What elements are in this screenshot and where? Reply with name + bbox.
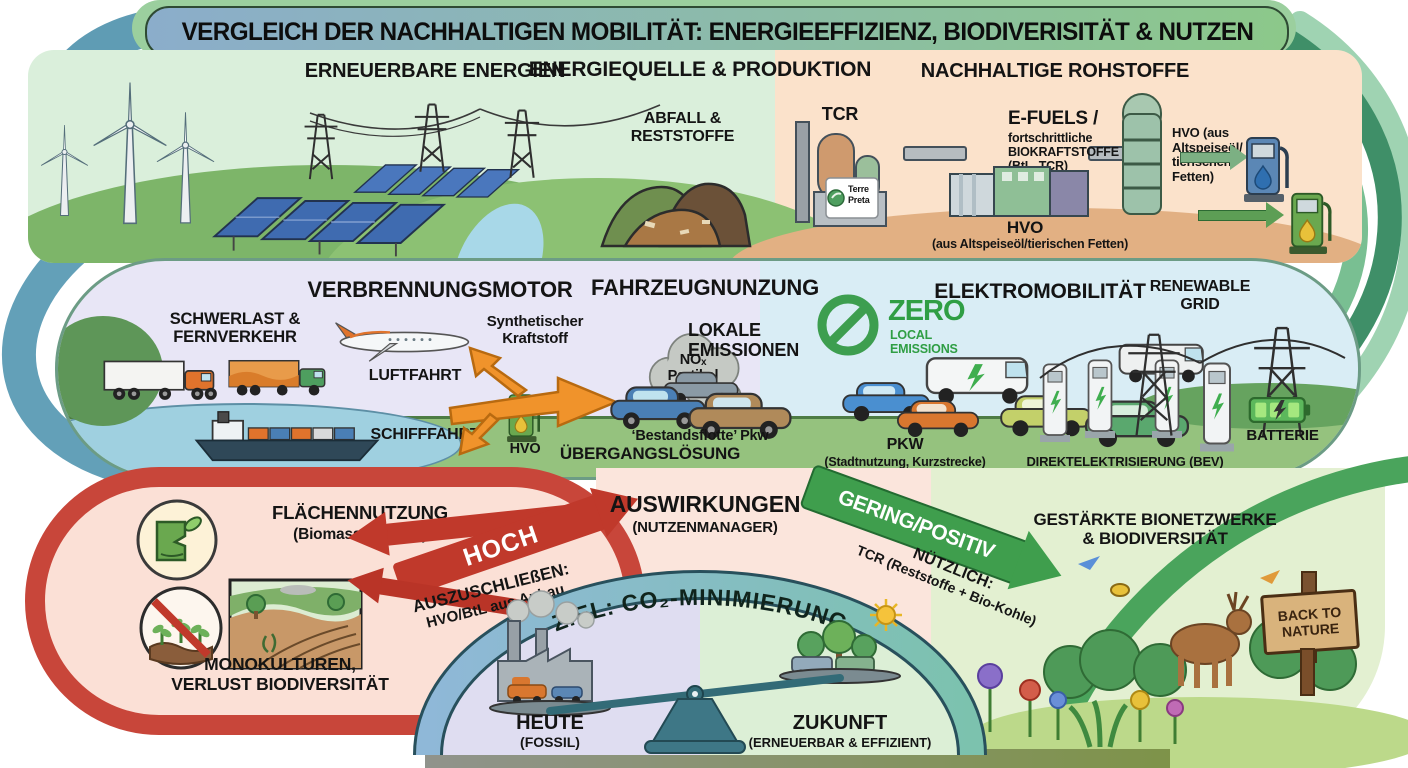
vehicle-header-grid: RENEWABLE GRID (1149, 278, 1251, 313)
impacts-subtitle: (NUTZENMANAGER) (632, 519, 778, 536)
refinery-icon (949, 166, 1089, 217)
today-sublabel: (FOSSIL) (520, 734, 580, 750)
energy-header-feedstock: NACHHALTIGE ROHSTOFFE (920, 60, 1190, 82)
grid-cables (1039, 338, 1346, 379)
sign-label: BACK TO NATURE (1277, 603, 1342, 640)
energy-header-renewables: ERNEUERBARE ENERGIEN (304, 60, 566, 82)
future-label: ZUKUNFT (793, 712, 887, 734)
ev-van-icon (925, 357, 1029, 404)
zero-emissions-badge (817, 294, 879, 356)
today-label: HEUTE (516, 712, 584, 734)
deer-icon (1170, 591, 1252, 688)
car-icon (610, 386, 706, 430)
solar-panel-icon (212, 197, 447, 257)
fleet-label: ‘Bestandsflotte’ Pkw (631, 428, 769, 444)
efuels-title: E-FUELS / (1008, 108, 1099, 129)
monoculture-field-illustration (228, 578, 363, 670)
power-pylon-icon (304, 113, 338, 180)
bird-icon (1260, 570, 1280, 584)
nature-illustration (970, 556, 1408, 768)
sign-post (1300, 648, 1315, 696)
vehicle-header-usage: FAHRZEUGNUNZUNG (591, 275, 819, 300)
bionetwork-label: GESTÄRKTE BIONETZWERKE & BIODIVERSITÄT (1033, 510, 1277, 549)
pipeline-icon (903, 146, 967, 161)
ev-car-icon (842, 382, 930, 422)
vehicle-header-ev: ELEKTROMOBILITÄT (934, 280, 1146, 303)
tcr-label: TCR (821, 104, 859, 124)
grass-blades (1068, 699, 1128, 748)
energy-header-source: ENERGIEQUELLE & PRODUKTION (528, 58, 872, 81)
heavy-transport-label: SCHWERLAST & FERNVERKEHR (169, 310, 301, 347)
wind-turbine-icon (93, 82, 167, 225)
solar-panel-icon (353, 164, 521, 198)
battery-label: BATTERIE (1246, 427, 1319, 444)
terra-preta-logo: Terre Preta (848, 184, 870, 205)
fuel-pump-blue-icon (1244, 137, 1289, 202)
hvo-column-icon (1122, 93, 1162, 215)
truck-icon (228, 359, 326, 396)
charging-station-icon (1200, 362, 1234, 452)
pkw-label: PKW (886, 436, 924, 453)
hvo-pump-label: HVO (509, 441, 541, 457)
pkw-sublabel: (Stadtnutzung, Kurzstrecke) (824, 455, 986, 469)
land-use-icon (136, 499, 218, 581)
future-side-icons (791, 599, 902, 677)
shipping-label: SCHIFFFAHRT (370, 426, 480, 443)
aviation-label: LUFTFAHRT (368, 367, 462, 384)
wind-turbine-icon (40, 124, 89, 216)
co2-goal-scale: ZIEL: CO₂-MINIMIERUNG (413, 570, 987, 756)
zero-label: ZERO (888, 295, 966, 327)
monoculture-label: MONOKULTUREN, VERLUST BIODIVERSITÄT (171, 654, 389, 694)
no-monoculture-icon (139, 586, 223, 670)
back-to-nature-sign: BACK TO NATURE (1260, 588, 1360, 656)
ev-car-icon (896, 400, 980, 437)
vehicle-header-ice: VERBRENNUNGSMOTOR (307, 277, 573, 302)
ship-icon (194, 411, 380, 462)
zero-sublabel: LOCAL EMISSIONS (890, 328, 958, 356)
power-pylon-icon (1128, 333, 1180, 436)
sun-icon (870, 599, 902, 631)
bird-icon (1078, 556, 1100, 570)
truck-icon (103, 360, 217, 400)
page-title: VERGLEICH DER NACHHALTIGEN MOBILITÄT: EN… (181, 17, 1253, 46)
hvo-plant-title: HVO (1006, 218, 1044, 237)
tcr-reactor-icon (795, 121, 887, 227)
impacts-title: AUSWIRKUNGEN (609, 491, 801, 517)
wind-turbine-icon (156, 112, 215, 224)
charging-station-icon (1040, 363, 1070, 443)
land-use-label: FLÄCHENNUTZUNG (271, 502, 448, 523)
hvo-plant-subtitle: (aus Altspeiseöl/tierischen Fetten) (931, 237, 1129, 251)
battery-icon (1248, 396, 1311, 424)
power-lines (309, 104, 661, 137)
transition-label: ÜBERGANGSLÖSUNG (559, 444, 741, 463)
power-pylon-icon (414, 103, 450, 172)
bev-label: DIREKTELEKTRISIERUNG (BEV) (1026, 454, 1224, 469)
local-emissions-label: LOKALE EMISSIONEN (688, 320, 800, 361)
synthetic-fuel-label: Synthetischer Kraftstoff (486, 313, 584, 347)
charging-station-icon (1085, 359, 1115, 439)
power-pylon-icon (504, 109, 540, 178)
bee-icon (1110, 583, 1130, 597)
airplane-icon (335, 322, 470, 362)
orange-arrows-icon (448, 346, 620, 456)
title-bar: VERGLEICH DER NACHHALTIGEN MOBILITÄT: EN… (145, 6, 1289, 58)
car-icon (688, 392, 792, 439)
future-sublabel: (ERNEUERBAR & EFFIZIENT) (749, 735, 932, 750)
waste-pile-icon (600, 182, 752, 248)
waste-label: ABFALL & RESTSTOFFE (630, 110, 735, 145)
fuel-pump-green-icon (1289, 192, 1332, 254)
